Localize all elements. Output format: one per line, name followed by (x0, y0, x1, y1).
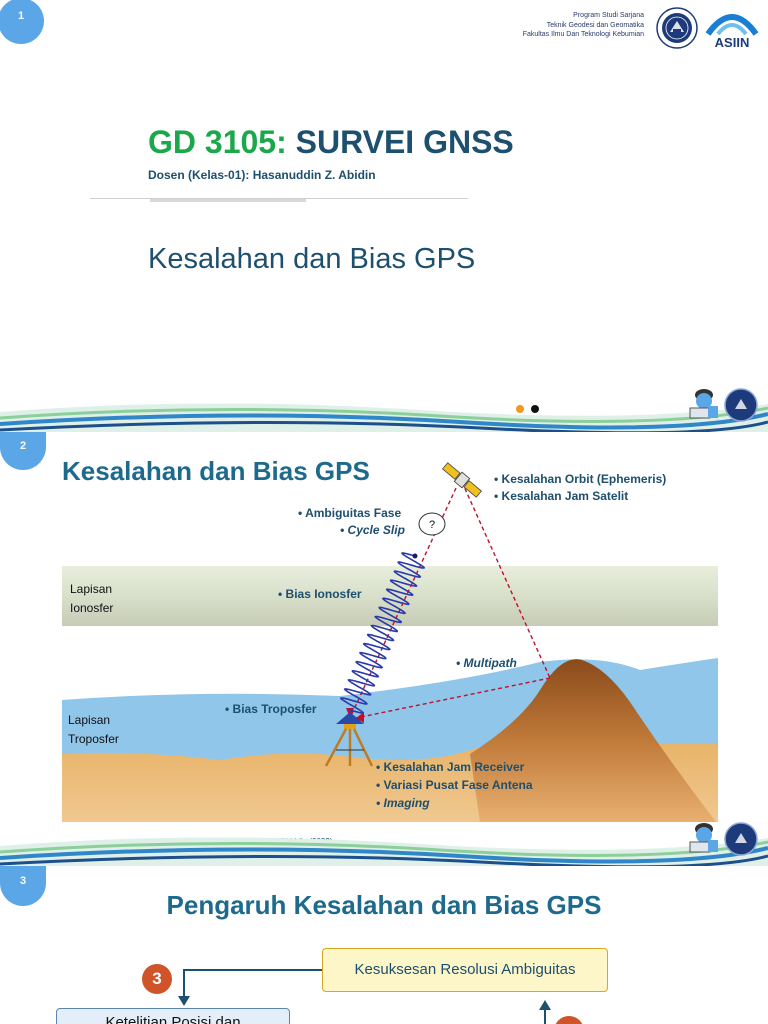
satellite-icon (442, 462, 482, 498)
ambiguity-label: • Ambiguitas Fase (298, 506, 402, 520)
asiin-text: ASIIN (715, 35, 750, 50)
footer-wave (0, 403, 768, 432)
mascot-laptop-icon (689, 823, 718, 853)
error-item: • Kesalahan Jam Receiver (376, 760, 525, 774)
satellite-errors-list: • Kesalahan Orbit (Ephemeris) • Kesalaha… (494, 471, 666, 505)
divider-accent (150, 199, 306, 202)
institution-line: Program Studi Sarjana (573, 12, 644, 19)
institution-line: Teknik Geodesi dan Geomatika (546, 21, 644, 29)
multipath-reflection-path (355, 677, 551, 719)
multipath-path-to-mountain (461, 481, 551, 679)
troposphere-bias-label: • Bias Troposfer (225, 702, 317, 716)
receiver-tripod-icon (324, 712, 374, 767)
indicator-dot-black (531, 405, 539, 413)
error-item: • Kesalahan Orbit (Ephemeris) (494, 472, 667, 486)
slide-2: 2 Kesalahan dan Bias GPS (0, 432, 768, 866)
slide-title: Pengaruh Kesalahan dan Bias GPS (166, 890, 602, 920)
error-item: • Variasi Pusat Fase Antena (376, 778, 533, 792)
ionosphere-band (62, 566, 718, 626)
divider (90, 198, 468, 199)
question-mark: ? (429, 519, 435, 531)
course-code: GD 3105: (148, 124, 287, 160)
slide-number-badge: 2 (0, 432, 46, 470)
course-name: SURVEI GNSS (295, 124, 514, 160)
footer-wave (0, 837, 768, 866)
step-badge: 3 (142, 964, 172, 994)
itb-seal-small-icon (724, 822, 758, 856)
slide-number-badge: 3 (0, 866, 46, 906)
slide-subtitle: Kesalahan dan Bias GPS (148, 243, 476, 275)
itb-seal-small-icon (724, 388, 758, 422)
mascot-laptop-icon (689, 389, 718, 419)
asiin-logo: ASIIN (705, 14, 759, 50)
itb-seal-logo (656, 7, 698, 49)
multipath-arrowhead (356, 712, 364, 723)
course-title: GD 3105: SURVEI GNSS (148, 124, 514, 161)
signal-wave (340, 552, 425, 714)
indicator-dot-orange (516, 405, 524, 413)
institution-text: Program Studi Sarjana Teknik Geodesi dan… (523, 11, 644, 40)
slide-1: 1 Program Studi Sarjana Teknik Geodesi d… (0, 0, 768, 432)
slide-indicator-dots (516, 400, 546, 418)
error-item: • Kesalahan Jam Satelit (494, 489, 629, 503)
wave-start-dot (412, 553, 418, 559)
question-bubble (418, 512, 446, 536)
multipath-label: • Multipath (456, 656, 517, 670)
ambiguity-resolution-box: Kesuksesan Resolusi Ambiguitas (322, 948, 608, 992)
position-accuracy-box: Ketelitian Posisi dan (56, 1008, 290, 1024)
flow-connectors (178, 969, 551, 1024)
lecturer-line: Dosen (Kelas-01): Hasanuddin Z. Abidin (148, 168, 376, 182)
receiver-errors-list: • Kesalahan Jam Receiver • Variasi Pusat… (376, 758, 533, 812)
slide-number-badge: 1 (0, 0, 44, 44)
mountain (470, 659, 716, 822)
ionosphere-bias-label: • Bias Ionosfer (278, 587, 362, 601)
slide-3: 3 Pengaruh Kesalahan dan Bias GPS Kesuks… (0, 866, 768, 1024)
institution-line: Fakultas Ilmu Dan Teknologi Kebumian (522, 31, 644, 38)
gps-error-diagram: ? (62, 462, 718, 822)
slide-title: Kesalahan dan Bias GPS (62, 456, 370, 486)
error-item: • Imaging (376, 796, 430, 810)
step-badge-partial (554, 1016, 584, 1024)
cycle-slip-label: • Cycle Slip (340, 523, 405, 537)
